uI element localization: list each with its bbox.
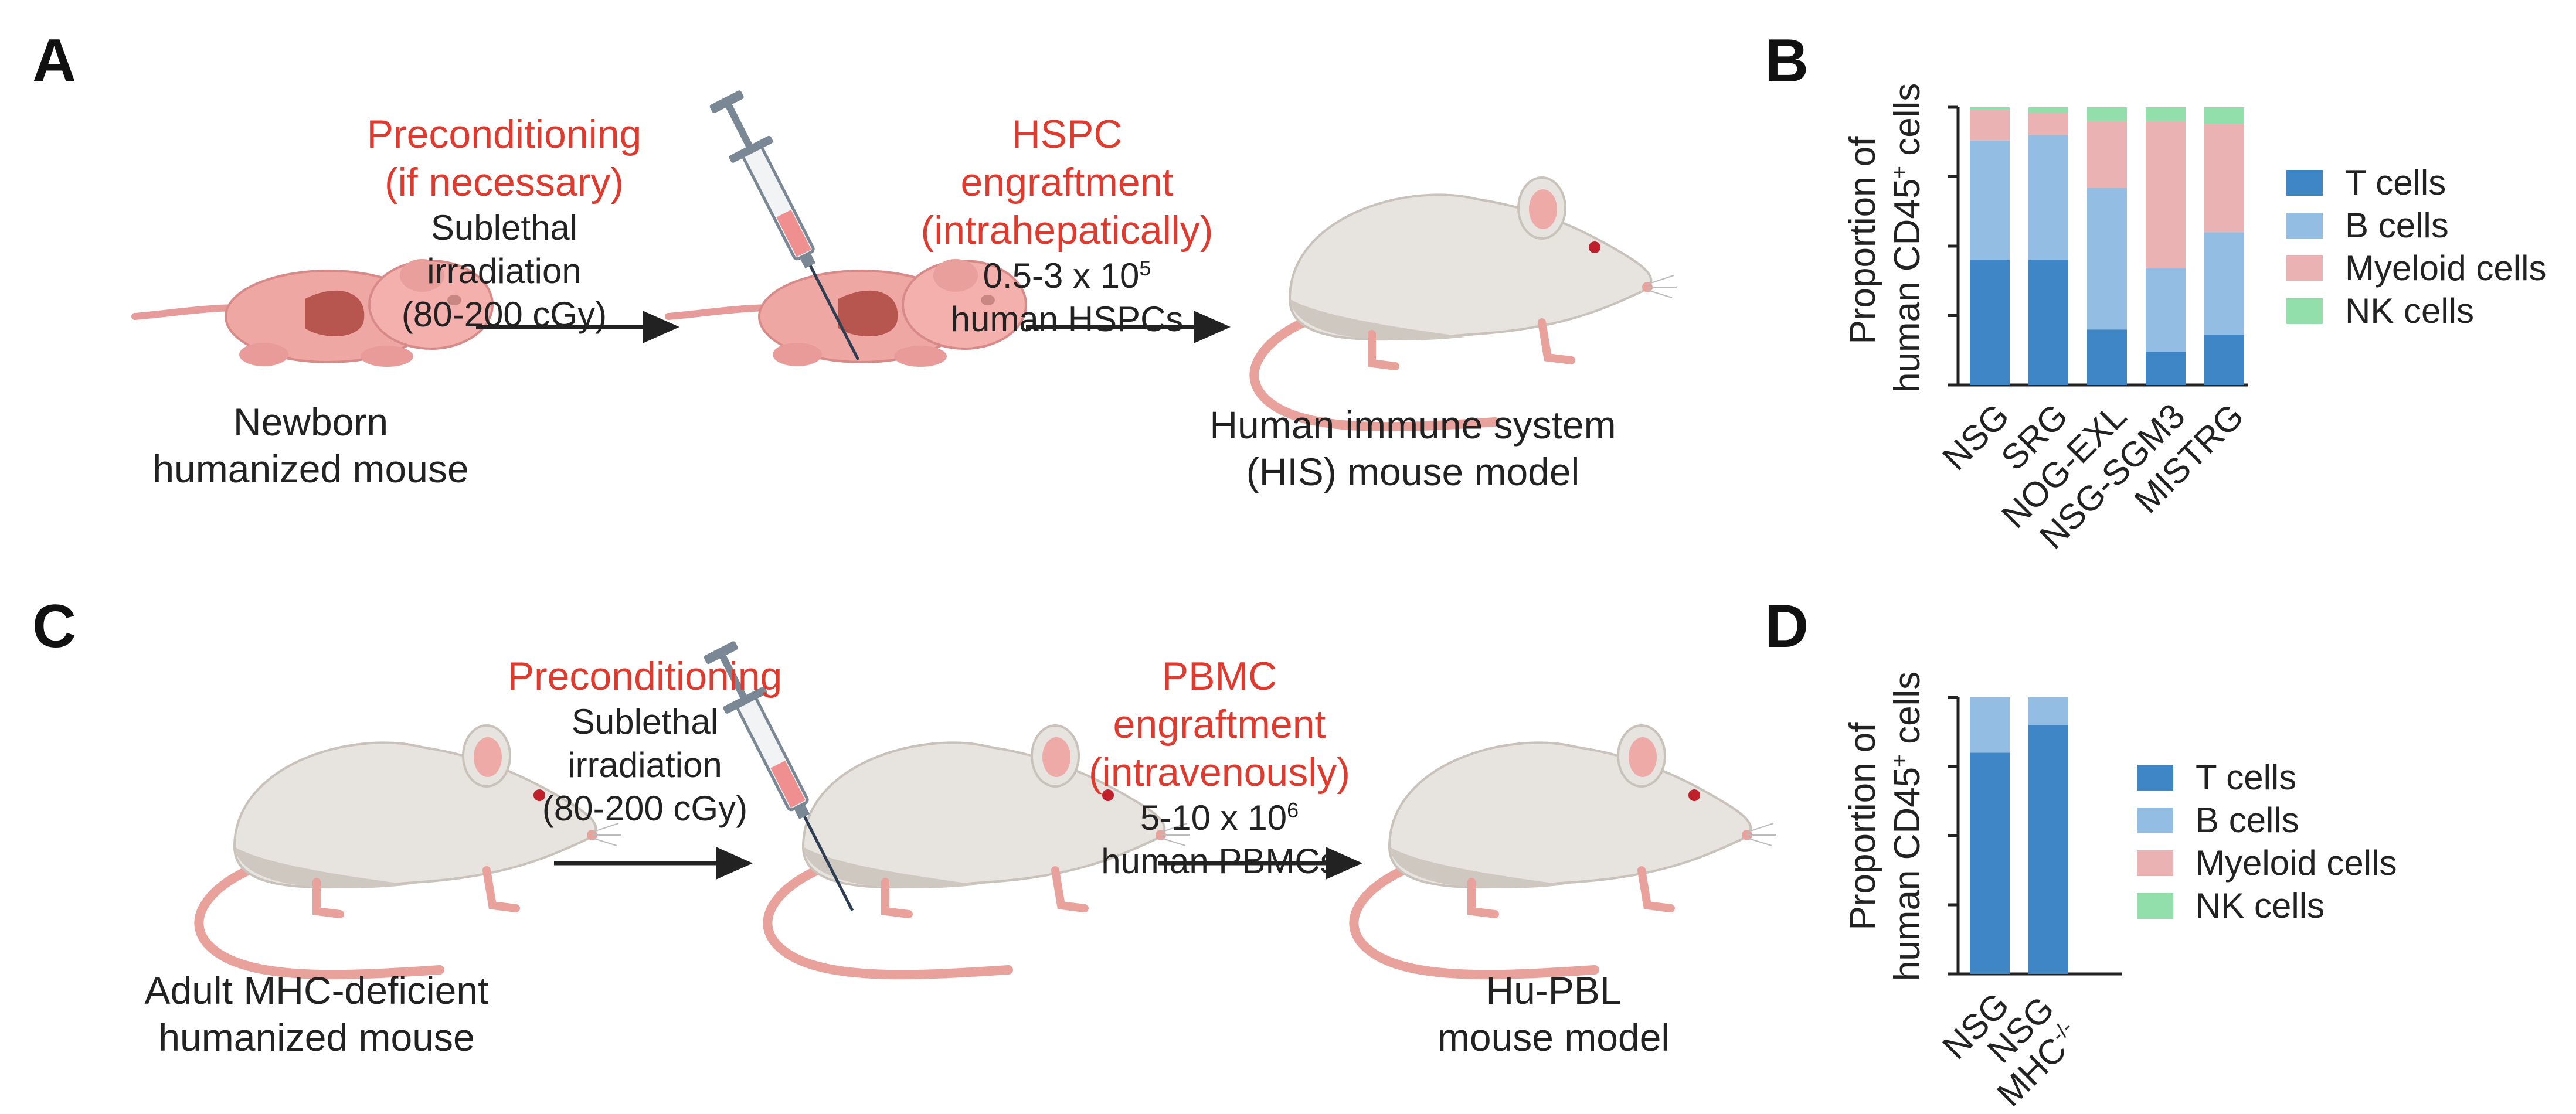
start-label-a-line2: humanized mouse	[152, 447, 469, 490]
legend-swatch	[2286, 255, 2323, 281]
legend-item-myeloid-cells: Myeloid cells	[2137, 842, 2397, 884]
legend-label: T cells	[2196, 758, 2297, 797]
legend-item-t-cells: T cells	[2137, 756, 2397, 799]
legend-label: NK cells	[2196, 886, 2325, 925]
start-label-c-line2: humanized mouse	[158, 1016, 475, 1059]
bar-segment-myeloid-cells	[2204, 124, 2244, 233]
legend-swatch	[2137, 850, 2173, 876]
chart-b-ylabel-line1: Proportion of	[1843, 136, 1883, 345]
bar-segment-nk-cells	[2204, 107, 2244, 124]
step-a1-red-line1: Preconditioning	[366, 112, 642, 156]
start-label-a: Newborn humanized mouse	[106, 398, 516, 492]
step-c1-text: Preconditioning Sublethal irradiation (8…	[481, 652, 809, 830]
legend-item-nk-cells: NK cells	[2137, 884, 2397, 927]
panel-letter-b: B	[1765, 27, 1809, 95]
step-a1-text: Preconditioning (if necessary) Sublethal…	[363, 110, 645, 336]
bar-segment-nk-cells	[2028, 107, 2068, 113]
step-a2-line2: human HSPCs	[950, 299, 1184, 339]
start-label-a-line1: Newborn	[233, 400, 389, 444]
step-c1-line3: (80-200 cGy)	[542, 789, 748, 828]
bar-segment-b-cells	[1970, 140, 2010, 260]
step-a1-line1: Sublethal irradiation	[427, 208, 582, 291]
bar-segment-myeloid-cells	[1970, 110, 2010, 141]
legend-label: B cells	[2345, 206, 2449, 245]
start-label-c-line1: Adult MHC-deficient	[144, 969, 489, 1012]
bar-segment-nk-cells	[2087, 107, 2127, 121]
bar-segment-myeloid-cells	[2087, 121, 2127, 188]
bar-segment-b-cells	[2028, 135, 2068, 260]
legend-item-t-cells: T cells	[2286, 161, 2546, 204]
legend-label: Myeloid cells	[2196, 843, 2397, 883]
legend-swatch	[2137, 892, 2173, 919]
step-c1-red-line1: Preconditioning	[507, 654, 783, 699]
legend-swatch	[2286, 169, 2323, 196]
end-label-c-line2: mouse model	[1437, 1016, 1670, 1059]
adult-mouse-icon	[1354, 725, 1776, 975]
legend-label: NK cells	[2345, 291, 2475, 331]
chart-b-ylabel-line2: human CD45+ cells	[1887, 83, 1928, 393]
chart-b-ylabel: Proportion of human CD45+ cells	[1841, 83, 1930, 393]
legend-item-b-cells: B cells	[2137, 799, 2397, 842]
legend-item-nk-cells: NK cells	[2286, 289, 2546, 332]
legend-label: B cells	[2196, 800, 2299, 840]
bar-segment-t-cells	[2146, 352, 2186, 385]
step-c2-line2: human PBMCs	[1101, 842, 1338, 881]
bar-segment-t-cells	[1970, 752, 2010, 974]
end-label-c-line1: Hu-PBL	[1486, 969, 1622, 1012]
step-a1-line2: (80-200 cGy)	[401, 295, 607, 334]
start-label-c: Adult MHC-deficient humanized mouse	[106, 967, 528, 1061]
bar-segment-b-cells	[2146, 268, 2186, 352]
legend-label: T cells	[2345, 163, 2446, 202]
panel-letter-a: A	[32, 27, 77, 95]
bar-segment-t-cells	[2087, 329, 2127, 385]
step-a2-text: HSPC engraftment (intrahepatically) 0.5-…	[915, 110, 1219, 341]
chart-b	[1948, 105, 2248, 387]
chart-d-ylabel-line2: human CD45+ cells	[1887, 671, 1928, 982]
bar-segment-b-cells	[1970, 697, 2010, 753]
step-a2-red-line2: (intrahepatically)	[920, 208, 1214, 253]
bar-segment-myeloid-cells	[2146, 121, 2186, 268]
step-c2-red-line1: PBMC engraftment	[1113, 654, 1326, 747]
step-c2-text: PBMC engraftment (intravenously) 5-10 x …	[1055, 652, 1384, 883]
bar-segment-myeloid-cells	[2028, 113, 2068, 135]
panel-letter-c: C	[32, 592, 77, 660]
chart-d-ylabel-line1: Proportion of	[1843, 722, 1883, 931]
step-c2-red-line2: (intravenously)	[1089, 750, 1350, 795]
bar-segment-t-cells	[2204, 335, 2244, 385]
step-c2-line1: 5-10 x 106	[1140, 798, 1299, 837]
end-label-a-line2: (HIS) mouse model	[1246, 450, 1580, 493]
legend-item-b-cells: B cells	[2286, 204, 2546, 247]
step-a2-line1: 0.5-3 x 105	[983, 256, 1151, 295]
legend-swatch	[2137, 764, 2173, 791]
step-c1-line1: Sublethal	[571, 702, 719, 741]
legend-label: Myeloid cells	[2345, 248, 2547, 288]
bar-segment-nk-cells	[2146, 107, 2186, 121]
step-c1-line2: irradiation	[567, 745, 722, 785]
chart-d-ylabel: Proportion of human CD45+ cells	[1841, 668, 1930, 984]
legend-swatch	[2137, 807, 2173, 833]
chart-d	[1948, 696, 2122, 976]
adult-mouse-icon	[1254, 178, 1677, 427]
bar-segment-t-cells	[2028, 260, 2068, 385]
legend-item-myeloid-cells: Myeloid cells	[2286, 247, 2546, 289]
bar-segment-b-cells	[2087, 188, 2127, 330]
bar-segment-t-cells	[1970, 260, 2010, 385]
end-label-a-line1: Human immune system	[1209, 403, 1616, 447]
end-label-c: Hu-PBL mouse model	[1378, 967, 1729, 1061]
bar-segment-nk-cells	[1970, 107, 2010, 110]
legend-swatch	[2286, 212, 2323, 239]
step-a1-red-line2: (if necessary)	[384, 160, 624, 205]
bar-segment-b-cells	[2028, 697, 2068, 725]
bar-segment-b-cells	[2204, 232, 2244, 335]
panel-letter-d: D	[1765, 592, 1809, 660]
step-a2-red-line1: HSPC engraftment	[960, 112, 1174, 205]
end-label-a: Human immune system (HIS) mouse model	[1190, 401, 1636, 495]
bar-segment-t-cells	[2028, 725, 2068, 974]
legend-swatch	[2286, 298, 2323, 324]
